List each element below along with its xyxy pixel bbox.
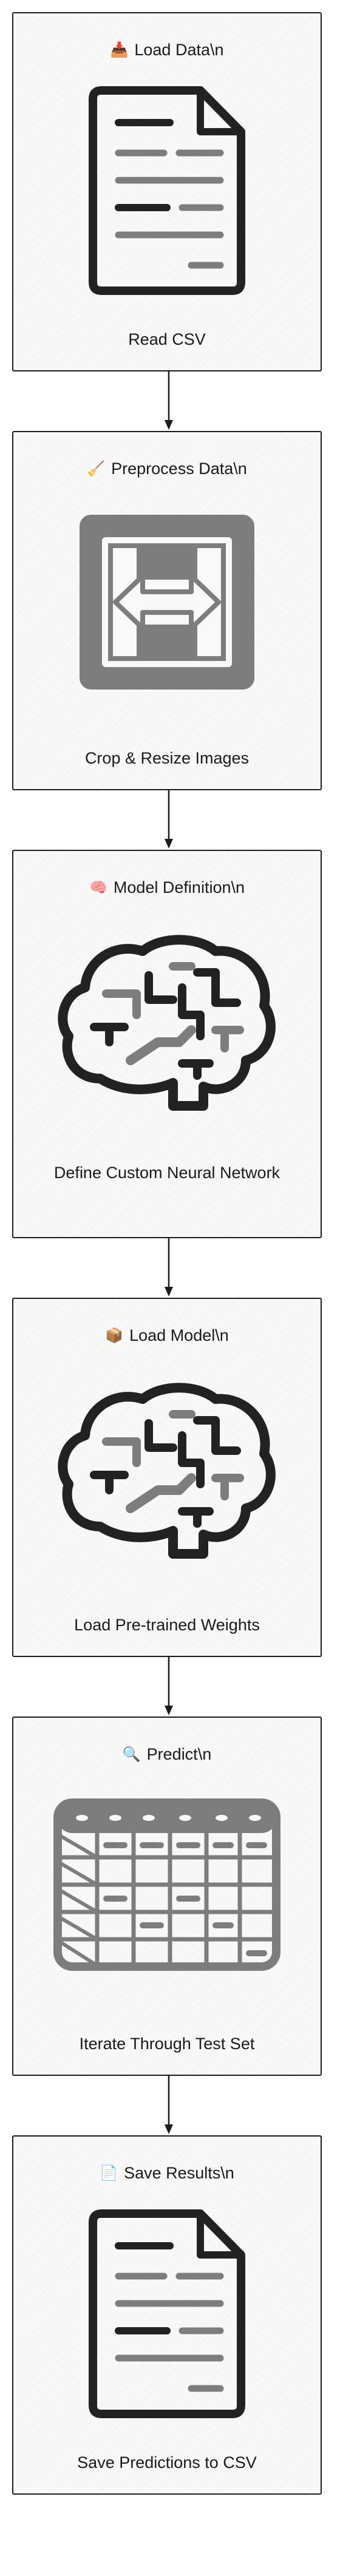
step-title-text: Load Data\n xyxy=(134,41,224,59)
flow-arrow xyxy=(165,790,173,849)
step-load-model: 📦 Load Model\n Load Pre-trained Weights xyxy=(12,1298,322,1657)
step-title: 🧹 Preprocess Data\n xyxy=(13,458,321,480)
step-model-definition: 🧠 Model Definition\n Define Custom Neural… xyxy=(12,850,322,1238)
page-icon: 📄 xyxy=(100,2165,118,2181)
step-preprocess-data: 🧹 Preprocess Data\n Crop & Resize Images xyxy=(12,431,322,790)
brain-emoji-icon: 🧠 xyxy=(89,880,107,896)
step-title-text: Preprocess Data\n xyxy=(111,459,247,478)
flow-arrow xyxy=(165,1238,173,1296)
package-icon: 📦 xyxy=(105,1327,124,1344)
document-icon xyxy=(89,2209,245,2418)
step-label: Crop & Resize Images xyxy=(84,749,250,767)
step-title-text: Load Model\n xyxy=(129,1326,229,1344)
flow-arrow xyxy=(165,1657,173,1715)
step-title-text: Model Definition\n xyxy=(113,878,245,897)
step-title-text: Predict\n xyxy=(146,1745,212,1763)
brain-icon xyxy=(58,935,276,1111)
resize-icon xyxy=(80,515,254,690)
step-title: 🔍 Predict\n xyxy=(13,1743,321,1766)
step-label: Define Custom Neural Network xyxy=(53,1164,280,1182)
step-label: Read CSV xyxy=(128,330,206,348)
step-title: 📥 Load Data\n xyxy=(13,39,321,61)
document-icon xyxy=(89,86,245,295)
magnifier-icon: 🔍 xyxy=(122,1746,141,1763)
step-label: Iterate Through Test Set xyxy=(79,2035,255,2053)
step-title: 🧠 Model Definition\n xyxy=(13,876,321,899)
flow-arrow xyxy=(165,371,173,430)
step-save-results: 📄 Save Results\n Save Predictions to CSV xyxy=(12,2135,322,2495)
broom-icon: 🧹 xyxy=(87,461,106,477)
table-icon xyxy=(53,1798,280,1971)
flow-arrow xyxy=(165,2076,173,2134)
step-predict: 🔍 Predict\n xyxy=(12,1717,322,2076)
inbox-tray-icon: 📥 xyxy=(110,42,129,58)
brain-icon xyxy=(58,1383,276,1559)
step-title: 📄 Save Results\n xyxy=(13,2162,321,2185)
step-load-data: 📥 Load Data\n Read CSV xyxy=(12,12,322,371)
step-label: Save Predictions to CSV xyxy=(77,2453,257,2472)
step-title: 📦 Load Model\n xyxy=(13,1324,321,1347)
step-title-text: Save Results\n xyxy=(124,2164,234,2182)
step-label: Load Pre-trained Weights xyxy=(74,1616,260,1634)
